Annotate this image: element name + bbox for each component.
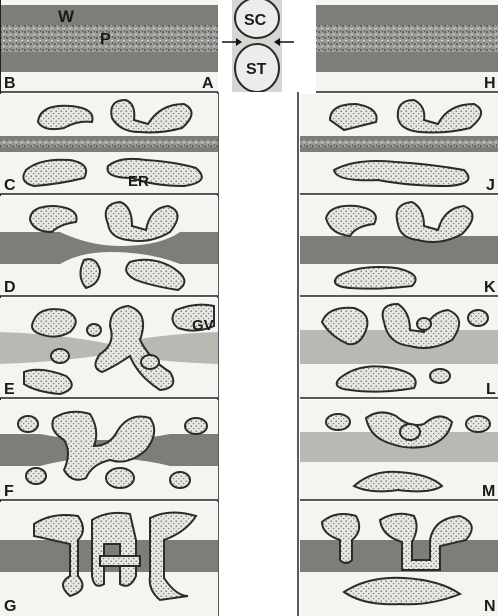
panel-label-K: K (484, 279, 496, 296)
panel-label-N: N (484, 598, 496, 615)
panel-label-G: G (4, 598, 16, 615)
panel-L (300, 298, 498, 398)
panel-H (316, 0, 498, 92)
label-st: ST (246, 61, 267, 78)
label-plasma-p: P (100, 31, 111, 48)
label-er: ER (128, 173, 149, 190)
panel-E (0, 298, 218, 398)
panel-label-C: C (4, 177, 16, 194)
panel-label-L: L (486, 381, 496, 398)
panel-C (0, 94, 218, 194)
panel-label-J: J (486, 177, 495, 194)
panel-label-F: F (4, 483, 14, 500)
panel-D (0, 196, 218, 296)
panel-label-M: M (482, 483, 495, 500)
panel-label-D: D (4, 279, 16, 296)
panel-N (300, 502, 498, 616)
cell-wall-w (0, 5, 218, 25)
panel-label-E: E (4, 381, 15, 398)
panel-F (0, 400, 218, 500)
panel-label-A: A (202, 75, 214, 92)
panel-G (0, 502, 218, 616)
panel-K (300, 196, 498, 296)
panel-M (300, 400, 498, 500)
panel-label-H: H (484, 75, 496, 92)
panel-label-B: B (4, 75, 16, 92)
label-sc: SC (244, 12, 267, 29)
label-gv: GV (192, 317, 214, 334)
label-wall-w: W (58, 7, 75, 26)
panel-J (300, 94, 498, 194)
